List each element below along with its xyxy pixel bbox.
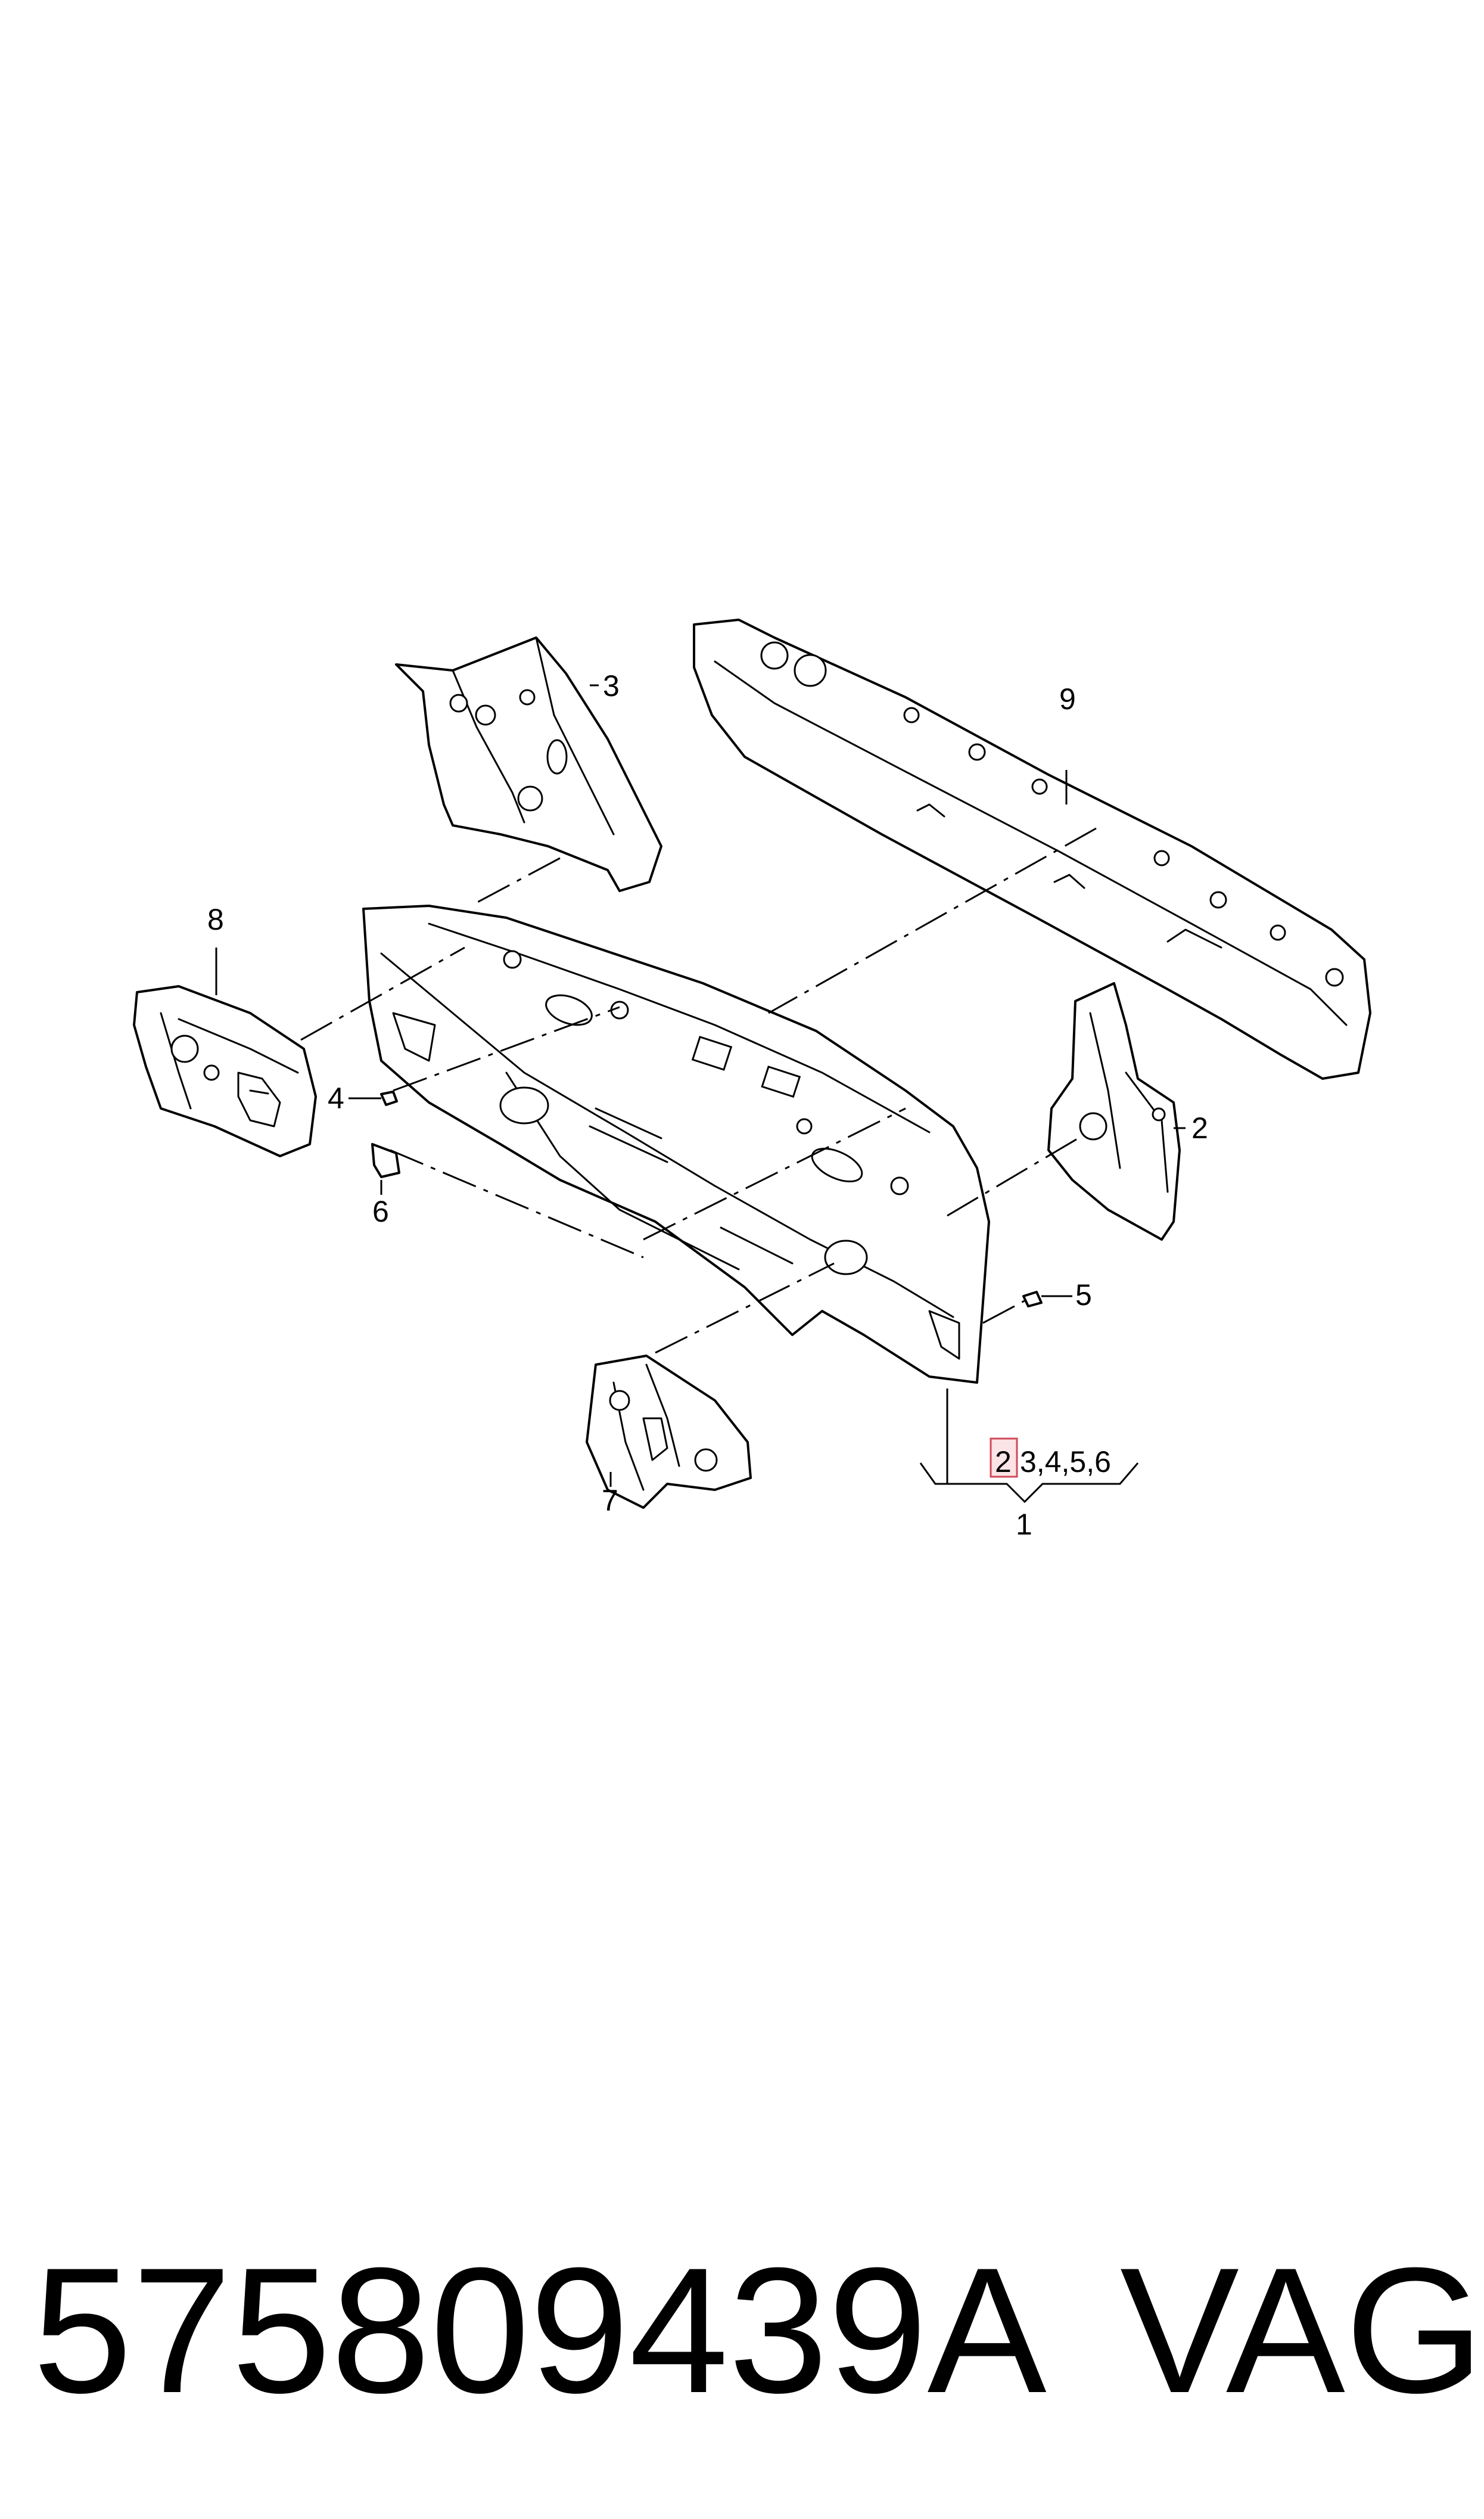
main-rear-panel [362,905,990,1384]
leader-lines [215,684,1186,1504]
part-9-crossmember [693,619,1371,1080]
assembly-lines [300,827,1097,1354]
callout-4: 4 [328,1082,344,1115]
brand-name: VAG [1120,2230,1484,2430]
part-7-lower-bracket [586,1355,752,1509]
callout-8: 8 [207,903,224,936]
callout-2: 2 [1191,1111,1208,1145]
part-2-right-bracket [1047,982,1181,1241]
callout-5: 5 [1075,1278,1092,1312]
callout-9: 9 [1059,682,1076,716]
part-8-side-plate [133,985,317,1157]
highlight-box [990,1437,1018,1478]
callout-1: 1 [1016,1508,1032,1541]
group-label-highlighted: 2 [995,1445,1012,1479]
exploded-parts-diagram: 3 8 9 4 6 2 5 7 2 3,4,5,6 1 [133,619,1371,1541]
part-5-bolt [1022,1291,1043,1307]
part-number: 575809439A [33,2230,1047,2430]
part-4-bolt [380,1091,398,1106]
callout-7: 7 [602,1484,618,1517]
part-3-bracket [395,636,662,892]
group-label-rest: 3,4,5,6 [1020,1445,1111,1479]
part-6-clip [371,1143,400,1178]
callout-3: 3 [603,669,620,703]
callout-6: 6 [372,1195,389,1228]
